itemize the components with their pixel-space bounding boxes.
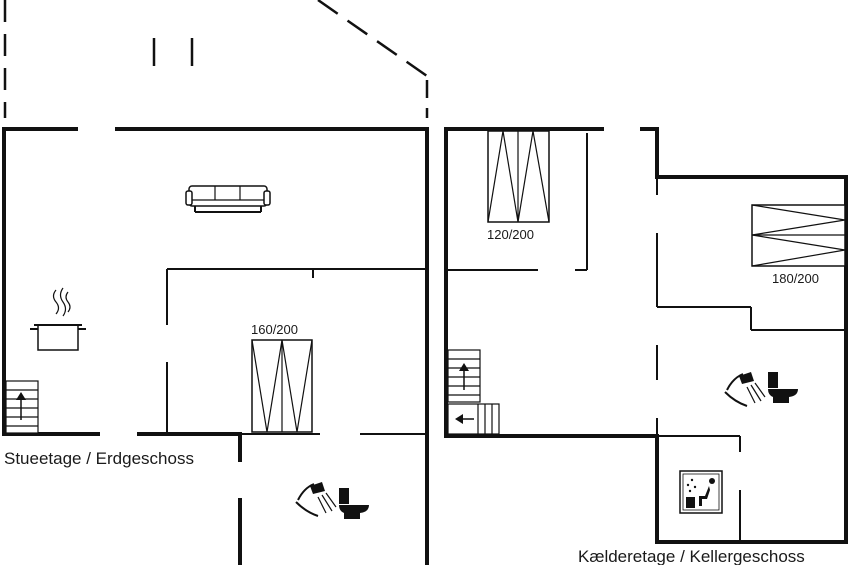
sofa-icon <box>185 185 271 213</box>
bed-size-label: 160/200 <box>251 322 298 337</box>
bed-icon <box>751 204 846 267</box>
roof-outline-dashed <box>3 0 429 118</box>
bed-size-label: 120/200 <box>487 227 534 242</box>
bed-size-label: 180/200 <box>772 271 819 286</box>
ground-walls <box>2 127 429 565</box>
basement-partitions <box>446 133 846 542</box>
shower-icon <box>295 482 337 517</box>
cooking-pot-icon <box>30 287 86 351</box>
sauna-icon <box>679 470 723 514</box>
toilet-icon <box>339 488 369 519</box>
ground-floor-plan: 160/200 Stueetage / Erdgeschoss <box>2 0 429 565</box>
basement-walls <box>444 127 848 544</box>
ground-floor-label: Stueetage / Erdgeschoss <box>4 449 194 468</box>
bed-icon <box>251 339 313 433</box>
basement-floor-plan: 120/200 180/200 <box>444 127 848 565</box>
basement-floor-label: Kælderetage / Kellergeschoss <box>578 547 805 565</box>
bed-icon <box>487 130 550 223</box>
shower-icon <box>724 372 766 407</box>
toilet-icon <box>768 372 798 403</box>
stairs-up-icon <box>447 349 500 435</box>
stairs-up-icon <box>5 380 39 434</box>
ground-partitions <box>166 268 427 435</box>
